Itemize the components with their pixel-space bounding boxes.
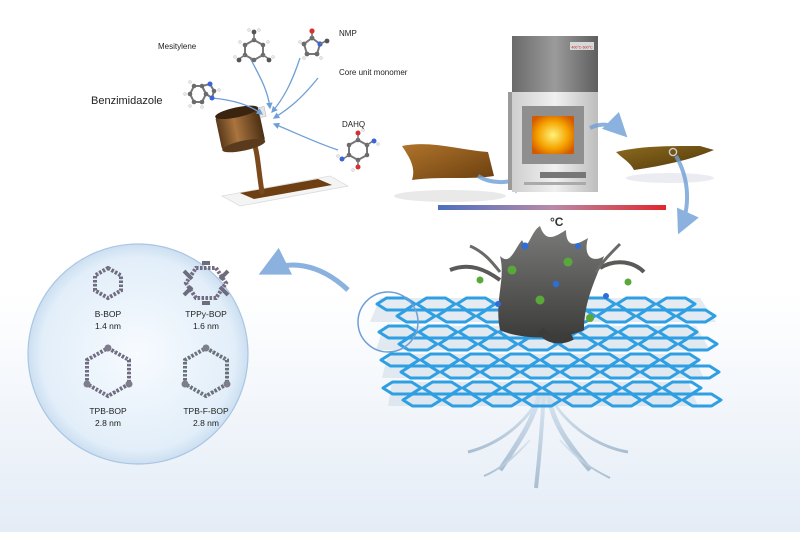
honeycomb-cell	[517, 336, 559, 352]
arrow-mesitylene	[249, 57, 273, 110]
nmp-molecule	[298, 28, 330, 60]
arrow-dahq	[272, 122, 339, 151]
temperature-label: °C	[550, 215, 564, 229]
honeycomb-cell	[599, 364, 641, 380]
honeycomb-layer	[381, 380, 723, 408]
honeycomb-cell	[561, 392, 603, 408]
pore-name-tppy-bop: TPPy-BOP	[185, 309, 227, 319]
pore-name-tpb-bop: TPB-BOP	[89, 406, 127, 416]
honeycomb-cell	[381, 380, 423, 396]
arrow-benzimidazole	[211, 97, 264, 115]
mesitylene-label: Mesitylene	[158, 42, 197, 51]
pore-name-tpb-f-bop: TPB-F-BOP	[183, 406, 229, 416]
honeycomb-cell	[681, 392, 723, 408]
arrow-zoom-in	[674, 154, 699, 235]
benzimidazole-label: Benzimidazole	[91, 95, 163, 107]
temperature-gradient-bar	[438, 205, 666, 210]
furnace-display: 400°C-600°C	[571, 45, 593, 49]
honeycomb-layer	[379, 352, 721, 380]
pore-size-b-bop: 1.4 nm	[95, 321, 121, 331]
honeycomb-cell	[399, 364, 441, 380]
honeycomb-cell	[675, 308, 717, 324]
tpb-bop-structure	[83, 344, 133, 399]
dahq-label: DAHQ	[342, 120, 365, 129]
honeycomb-cell	[479, 364, 521, 380]
core-unit-label: Core unit monomer	[339, 68, 408, 77]
honeycomb-cell	[679, 364, 721, 380]
pore-name-b-bop: B-BOP	[95, 309, 122, 319]
honeycomb-cell	[477, 336, 519, 352]
precursor-membrane	[402, 144, 494, 180]
honeycomb-cell	[601, 392, 643, 408]
feed-solution-splash	[449, 226, 646, 344]
honeycomb-cell	[397, 336, 439, 352]
honeycomb-cell	[395, 308, 437, 324]
honeycomb-cell	[559, 364, 601, 380]
honeycomb-cell	[641, 392, 683, 408]
honeycomb-cell	[441, 392, 483, 408]
arrow-to-pores	[258, 247, 350, 292]
furnace-chamber	[532, 116, 574, 154]
b-bop-structure	[93, 265, 123, 301]
zoom-region-marker	[357, 291, 419, 353]
honeycomb-cell	[401, 392, 443, 408]
honeycomb-cell	[379, 352, 421, 368]
membrane-structure-illustration	[357, 226, 723, 489]
carbonized-membrane	[616, 146, 714, 170]
tppy-bop-structure	[182, 261, 230, 305]
tpb-f-bop-structure	[181, 344, 231, 399]
pyrolysis-step: 400°C-600°C	[394, 36, 714, 235]
mesitylene-molecule	[233, 28, 275, 63]
arrow-from-furnace	[589, 111, 628, 138]
arrow-nmp	[271, 57, 301, 113]
arrow-core-unit	[272, 77, 319, 119]
honeycomb-cell	[639, 364, 681, 380]
pore-size-tpb-f-bop: 2.8 nm	[193, 418, 219, 428]
dahq-molecule	[336, 128, 380, 172]
pore-size-tpb-bop: 2.8 nm	[95, 418, 121, 428]
honeycomb-cell	[435, 308, 477, 324]
benzimidazole-molecule	[183, 80, 221, 109]
tube-furnace: 400°C-600°C	[508, 36, 598, 192]
honeycomb-cell	[375, 296, 417, 312]
honeycomb-cell	[597, 336, 639, 352]
honeycomb-cell	[481, 392, 523, 408]
honeycomb-cell	[595, 308, 637, 324]
honeycomb-cell	[521, 392, 563, 408]
nmp-label: NMP	[339, 29, 357, 38]
mixing-step	[183, 28, 380, 207]
honeycomb-cell	[439, 364, 481, 380]
honeycomb-cell	[677, 336, 719, 352]
honeycomb-cell	[637, 336, 679, 352]
honeycomb-cell	[437, 336, 479, 352]
pore-structures-panel	[27, 243, 350, 465]
pore-size-tppy-bop: 1.6 nm	[193, 321, 219, 331]
honeycomb-cell	[635, 308, 677, 324]
honeycomb-cell	[519, 364, 561, 380]
